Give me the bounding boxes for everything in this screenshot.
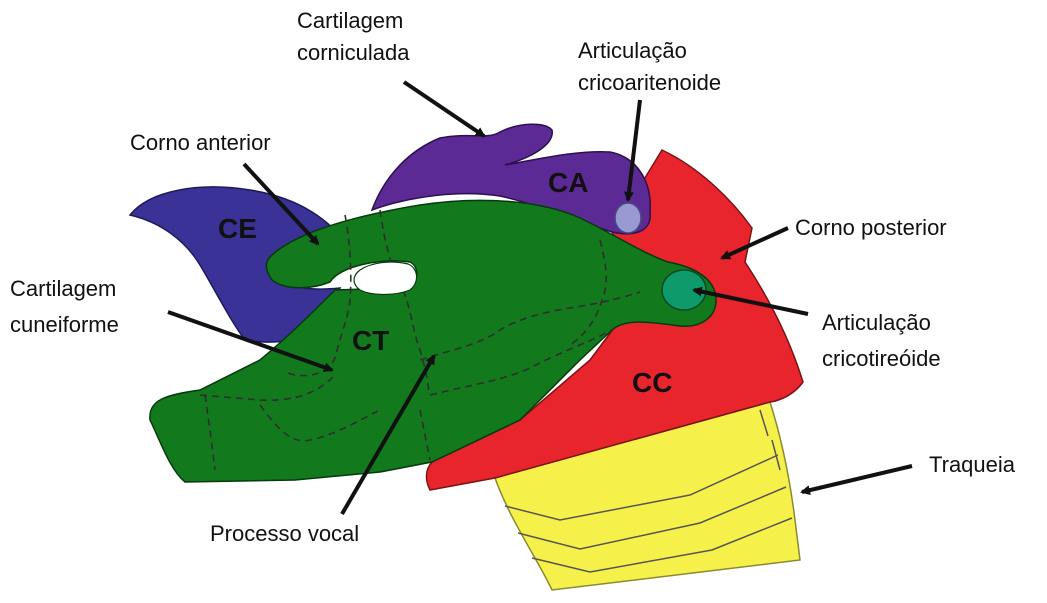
label-ct: CT: [352, 325, 389, 356]
label-ca: CA: [548, 167, 588, 198]
thyroid-notch: [354, 262, 417, 295]
arrow-traqueia: [802, 466, 912, 492]
callout-cuneiforme-line2: cuneiforme: [10, 312, 119, 337]
callout-cricoaritenoide: Articulação cricoaritenoide: [578, 38, 721, 95]
callout-cricoaritenoide-line1: Articulação: [578, 38, 687, 63]
callout-cuneiforme: Cartilagem cuneiforme: [10, 276, 123, 337]
callout-cricoaritenoide-line2: cricoaritenoide: [578, 70, 721, 95]
label-ce: CE: [218, 213, 257, 244]
callout-cricotireoide: Articulação cricotireóide: [822, 310, 941, 371]
callout-corno-anterior: Corno anterior: [130, 130, 271, 155]
cricoarytenoid-joint: [615, 203, 641, 233]
callout-cricotireoide-line1: Articulação: [822, 310, 931, 335]
callout-corniculada: Cartilagem corniculada: [297, 8, 410, 65]
arrow-corniculada: [404, 82, 484, 136]
callout-corniculada-line1: Cartilagem: [297, 8, 403, 33]
callout-cricotireoide-line2: cricotireóide: [822, 346, 941, 371]
callout-corno-posterior: Corno posterior: [795, 215, 947, 240]
callout-cuneiforme-line1: Cartilagem: [10, 276, 116, 301]
label-cc: CC: [632, 367, 672, 398]
callout-processo-vocal: Processo vocal: [210, 521, 359, 546]
callout-corniculada-line2: corniculada: [297, 40, 410, 65]
callout-traqueia: Traqueia: [929, 452, 1016, 477]
